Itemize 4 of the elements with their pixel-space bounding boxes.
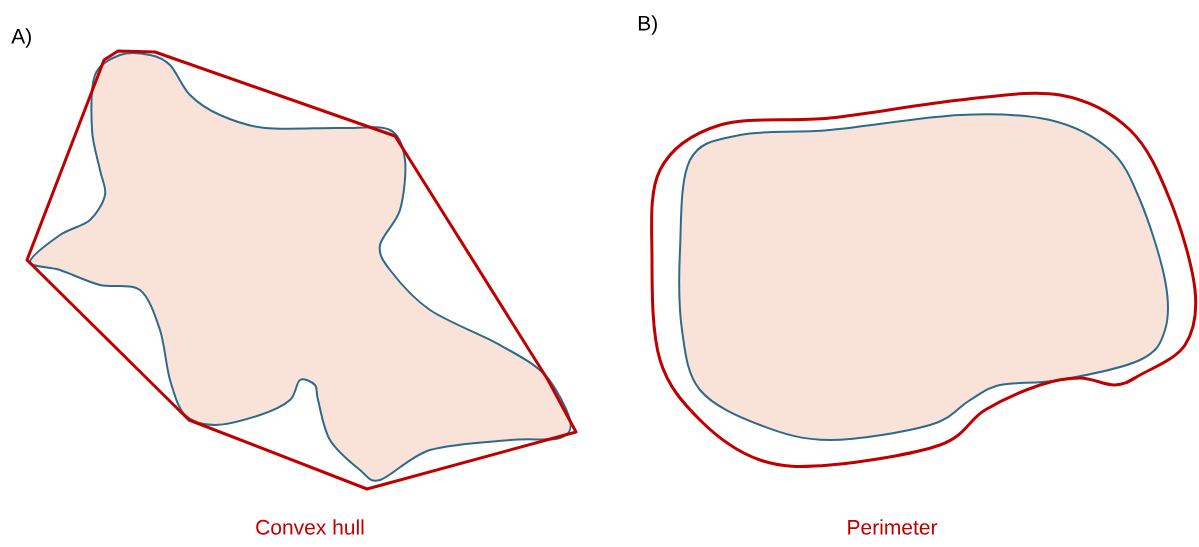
caption: Convex hull [256,519,364,535]
panel-label: B) [638,15,657,35]
caption: Perimeter [848,519,938,535]
panel-label: A) [11,28,31,48]
